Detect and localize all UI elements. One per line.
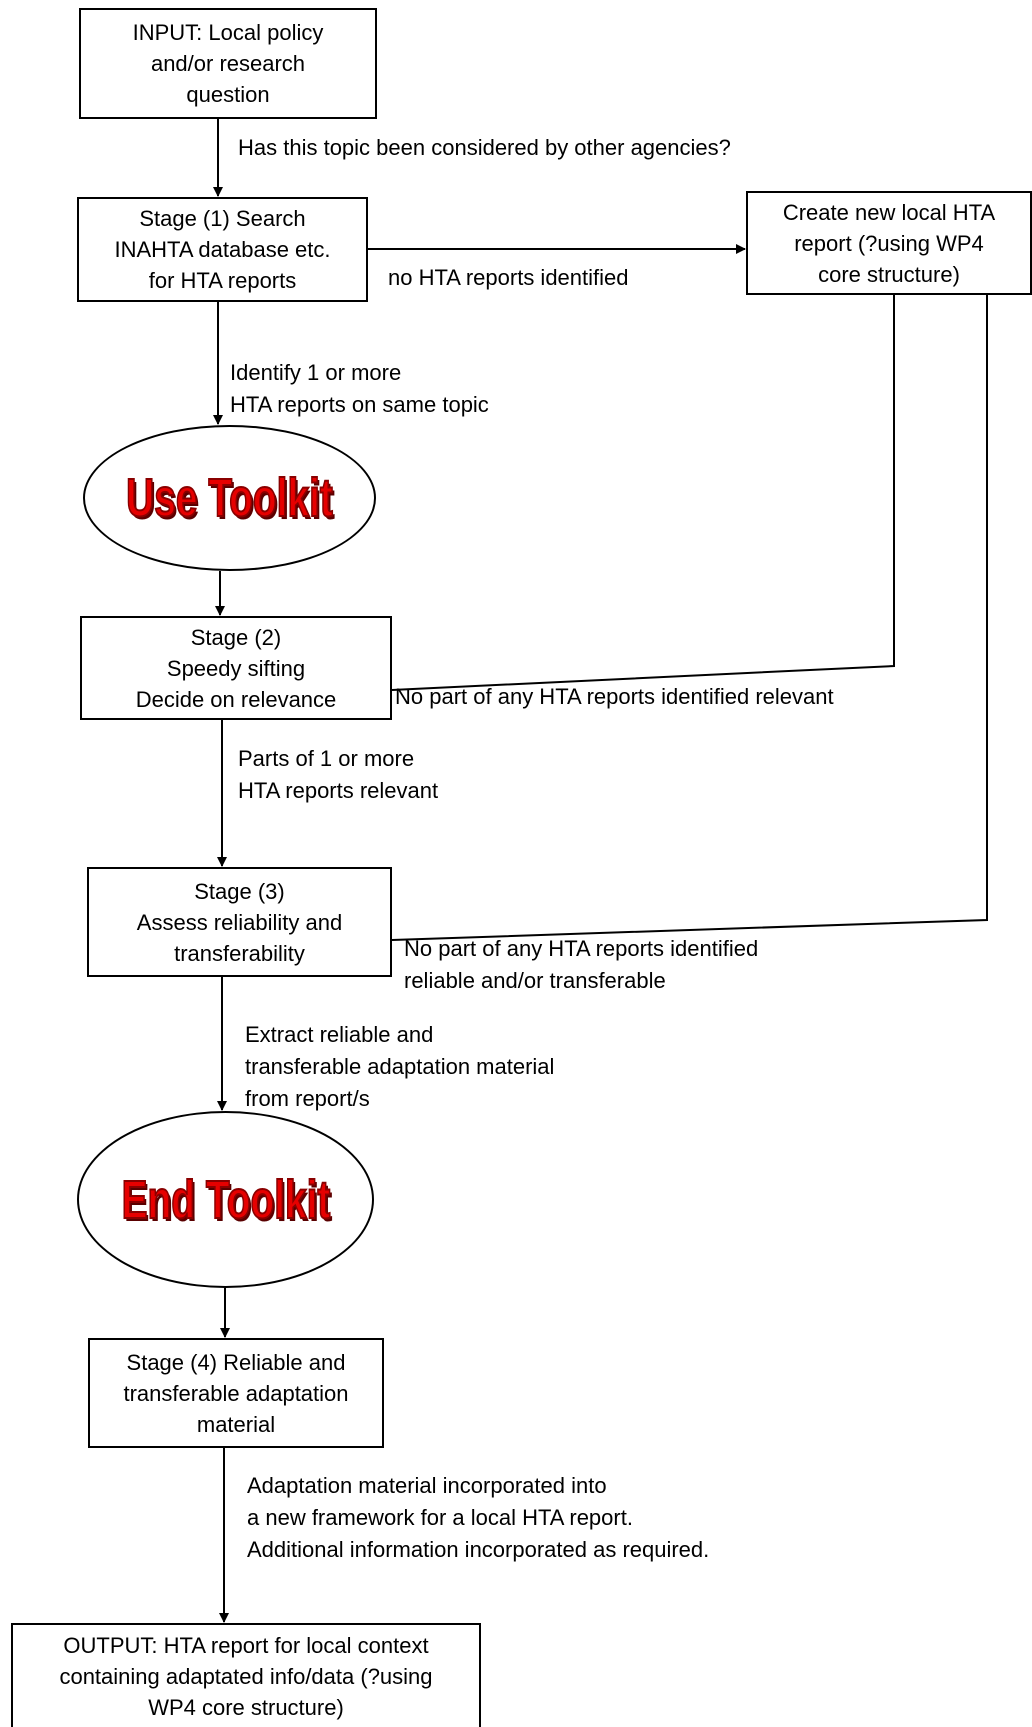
end-toolkit-text: End Toolkit	[120, 1169, 330, 1231]
label-extract: Extract reliable and transferable adapta…	[245, 1022, 555, 1111]
label-parts-relevant: Parts of 1 or more HTA reports relevant	[238, 746, 439, 803]
stage3-box: Stage (3) Assess reliability and transfe…	[87, 867, 392, 977]
output-box: OUTPUT: HTA report for local context con…	[11, 1623, 481, 1727]
label-not-relevant: No part of any HTA reports identified re…	[395, 684, 834, 709]
stage1-text: Stage (1) Search INAHTA database etc. fo…	[114, 206, 331, 293]
end-toolkit-ellipse: End Toolkit	[77, 1111, 374, 1288]
input-text: INPUT: Local policy and/or research ques…	[132, 20, 324, 107]
stage3-text: Stage (3) Assess reliability and transfe…	[136, 878, 343, 966]
input-box: INPUT: Local policy and/or research ques…	[79, 8, 377, 119]
use-toolkit-ellipse: Use Toolkit	[83, 425, 376, 571]
arrow-stage2-to-new-local	[391, 270, 899, 691]
stage4-box: Stage (4) Reliable and transferable adap…	[88, 1338, 384, 1448]
label-no-reports: no HTA reports identified	[388, 265, 629, 290]
stage2-box: Stage (2) Speedy sifting Decide on relev…	[80, 616, 392, 720]
stage4-text: Stage (4) Reliable and transferable adap…	[123, 1349, 349, 1437]
output-text: OUTPUT: HTA report for local context con…	[59, 1632, 433, 1720]
label-identify: Identify 1 or more HTA reports on same t…	[230, 360, 489, 417]
label-incorporated: Adaptation material incorporated into a …	[247, 1473, 710, 1562]
label-considered: Has this topic been considered by other …	[238, 135, 731, 160]
use-toolkit-text: Use Toolkit	[125, 467, 333, 529]
stage1-box: Stage (1) Search INAHTA database etc. fo…	[77, 197, 368, 302]
new-local-hta-text: Create new local HTA report (?using WP4 …	[782, 199, 996, 287]
arrow-stage3-to-new-local	[391, 270, 992, 941]
stage2-text: Stage (2) Speedy sifting Decide on relev…	[135, 624, 337, 712]
new-local-hta-box: Create new local HTA report (?using WP4 …	[746, 191, 1032, 295]
label-not-reliable: No part of any HTA reports identified re…	[404, 936, 759, 993]
